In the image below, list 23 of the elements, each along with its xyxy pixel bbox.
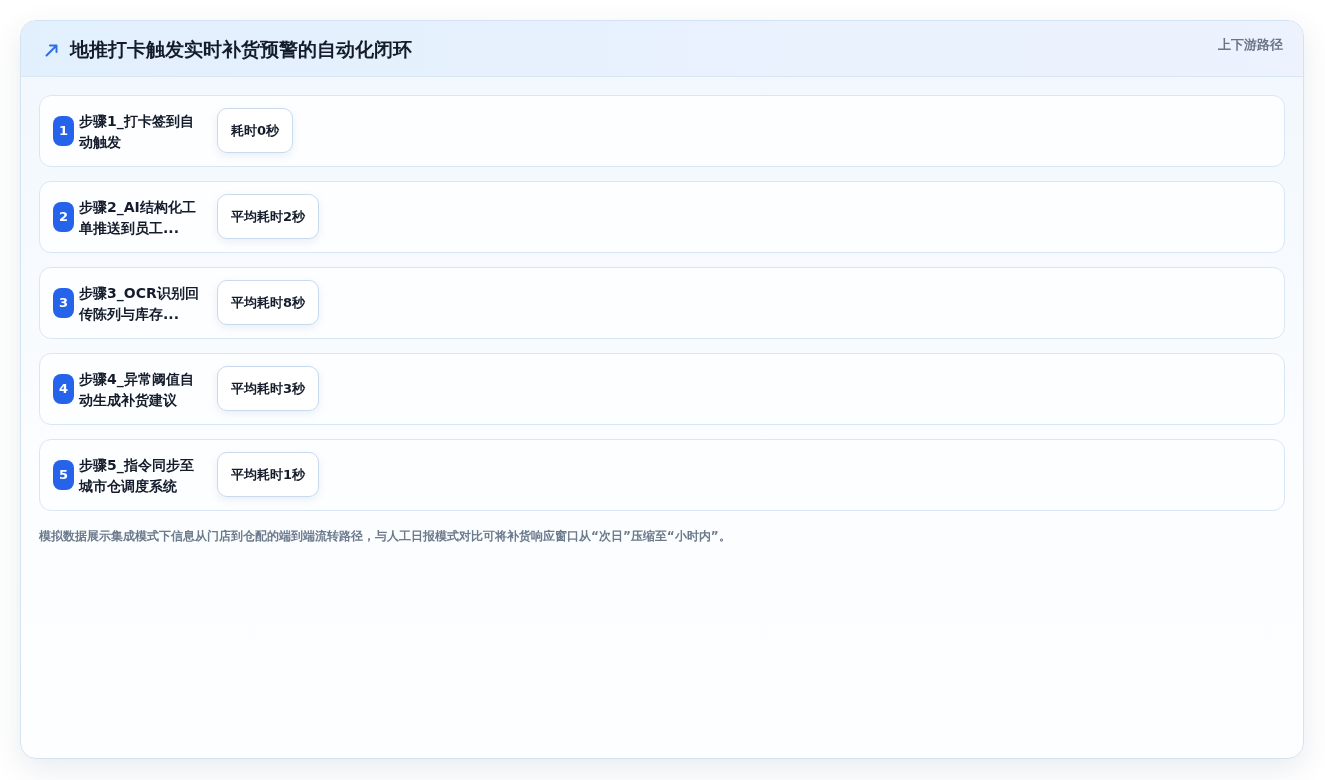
step-number: 4	[53, 374, 74, 404]
step-label: 步骤2_AI结构化工单推送到员工...	[79, 198, 197, 238]
step-row	[39, 95, 1285, 167]
step-row	[39, 181, 1285, 253]
step-label: 步骤1_打卡签到自动触发	[79, 112, 195, 152]
step-number: 2	[53, 202, 74, 232]
step-row	[39, 439, 1285, 511]
step-label: 步骤4_异常阈值自动生成补货建议	[79, 370, 195, 410]
duration-tag: 平均耗时8秒	[217, 280, 320, 325]
duration-tag: 平均耗时3秒	[217, 366, 320, 411]
step-label: 步骤5_指令同步至城市仓调度系统	[79, 456, 195, 496]
step-label: 步骤3_OCR识别回传陈列与库存...	[79, 284, 200, 324]
caption: 模拟数据展示集成模式下信息从门店到仓配的端到端流转路径，与人工日报模式对比可将补货响应窗口从“次日”压缩至“小时内”。	[39, 528, 732, 545]
duration-tag: 平均耗时2秒	[217, 194, 320, 239]
step-number: 1	[53, 116, 74, 146]
duration-tag: 平均耗时1秒	[217, 452, 320, 497]
step-row	[39, 353, 1285, 425]
step-row	[39, 267, 1285, 339]
duration-tag: 耗时0秒	[217, 108, 294, 153]
step-number: 3	[53, 288, 74, 318]
header-note: 上下游路径	[1218, 36, 1283, 54]
step-number: 5	[53, 460, 74, 490]
title: 地推打卡触发实时补货预警的自动化闭环	[70, 37, 412, 62]
